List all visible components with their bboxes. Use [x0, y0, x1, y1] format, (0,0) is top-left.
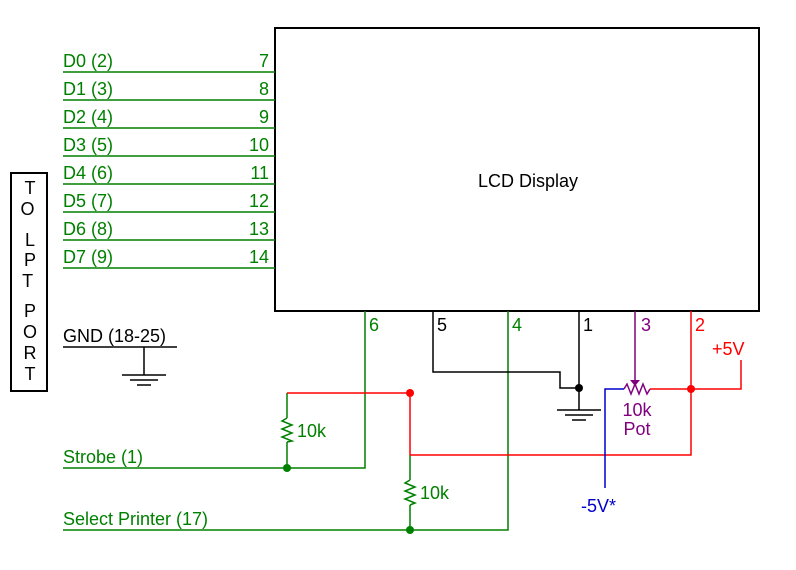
data-line-name: D6 (8) — [63, 219, 113, 239]
data-line-name: D1 (3) — [63, 79, 113, 99]
strobe-label: Strobe (1) — [63, 447, 143, 467]
data-line-pin: 12 — [249, 191, 269, 211]
data-line: D6 (8) 13 — [63, 219, 275, 241]
data-line-name: D3 (5) — [63, 135, 113, 155]
data-line: D0 (2) 7 — [63, 51, 275, 73]
data-line-name: D5 (7) — [63, 191, 113, 211]
pin-4-label: 4 — [512, 315, 522, 335]
gnd-label: GND (18-25) — [63, 326, 166, 346]
pin-5-label: 5 — [437, 315, 447, 335]
data-line-pin: 10 — [249, 135, 269, 155]
data-line-pin: 13 — [249, 219, 269, 239]
strobe-wire: Strobe (1) — [63, 311, 366, 472]
data-lines: D0 (2) 7 D1 (3) 8 D2 (4) 9 D3 (5) 10 D4 (6) 11 D5 … — [63, 51, 275, 269]
ground-wires — [432, 311, 601, 421]
data-line: D4 (6) 11 — [63, 163, 275, 185]
pin-3-label: 3 — [641, 315, 651, 335]
data-line-pin: 8 — [259, 79, 269, 99]
lpt-port-box — [10, 172, 48, 392]
lcd-pin-labels: 6 5 4 1 3 2 — [369, 315, 705, 335]
data-line-name: D7 (9) — [63, 247, 113, 267]
data-line: D5 (7) 12 — [63, 191, 275, 213]
data-line-name: D2 (4) — [63, 107, 113, 127]
data-line: D7 (9) 14 — [63, 247, 275, 269]
supply-pos-label: +5V — [712, 339, 745, 359]
resistor-2-label: 10k — [420, 483, 450, 503]
pin-2-label: 2 — [695, 315, 705, 335]
data-line-pin: 14 — [249, 247, 269, 267]
data-line-pin: 11 — [250, 163, 269, 183]
data-line: D3 (5) 10 — [63, 135, 275, 157]
vee-wire: -5V* — [581, 388, 624, 516]
pin-1-label: 1 — [583, 315, 593, 335]
supply-neg-label: -5V* — [581, 496, 616, 516]
resistor-1: 10k — [279, 393, 327, 443]
select-printer-label: Select Printer (17) — [63, 509, 208, 529]
data-line-name: D4 (6) — [63, 163, 113, 183]
data-line-pin: 7 — [259, 51, 269, 71]
pin-6-label: 6 — [369, 315, 379, 335]
data-line: D1 (3) 8 — [63, 79, 275, 101]
pot-name-label: Pot — [623, 419, 650, 439]
resistor-1-label: 10k — [297, 421, 327, 441]
vcc-wires: +5V — [287, 311, 745, 456]
data-line: D2 (4) 9 — [63, 107, 275, 129]
contrast-pot: 10k Pot — [622, 311, 653, 439]
data-line-name: D0 (2) — [63, 51, 113, 71]
lcd-display-box — [274, 27, 760, 312]
pot-value-label: 10k — [622, 400, 652, 420]
data-line-pin: 9 — [259, 107, 269, 127]
lcd-display-label: LCD Display — [478, 171, 578, 191]
resistor-2: 10k — [402, 455, 450, 506]
select-printer-wire: Select Printer (17) — [63, 311, 509, 534]
lpt-ground: GND (18-25) — [63, 326, 177, 386]
